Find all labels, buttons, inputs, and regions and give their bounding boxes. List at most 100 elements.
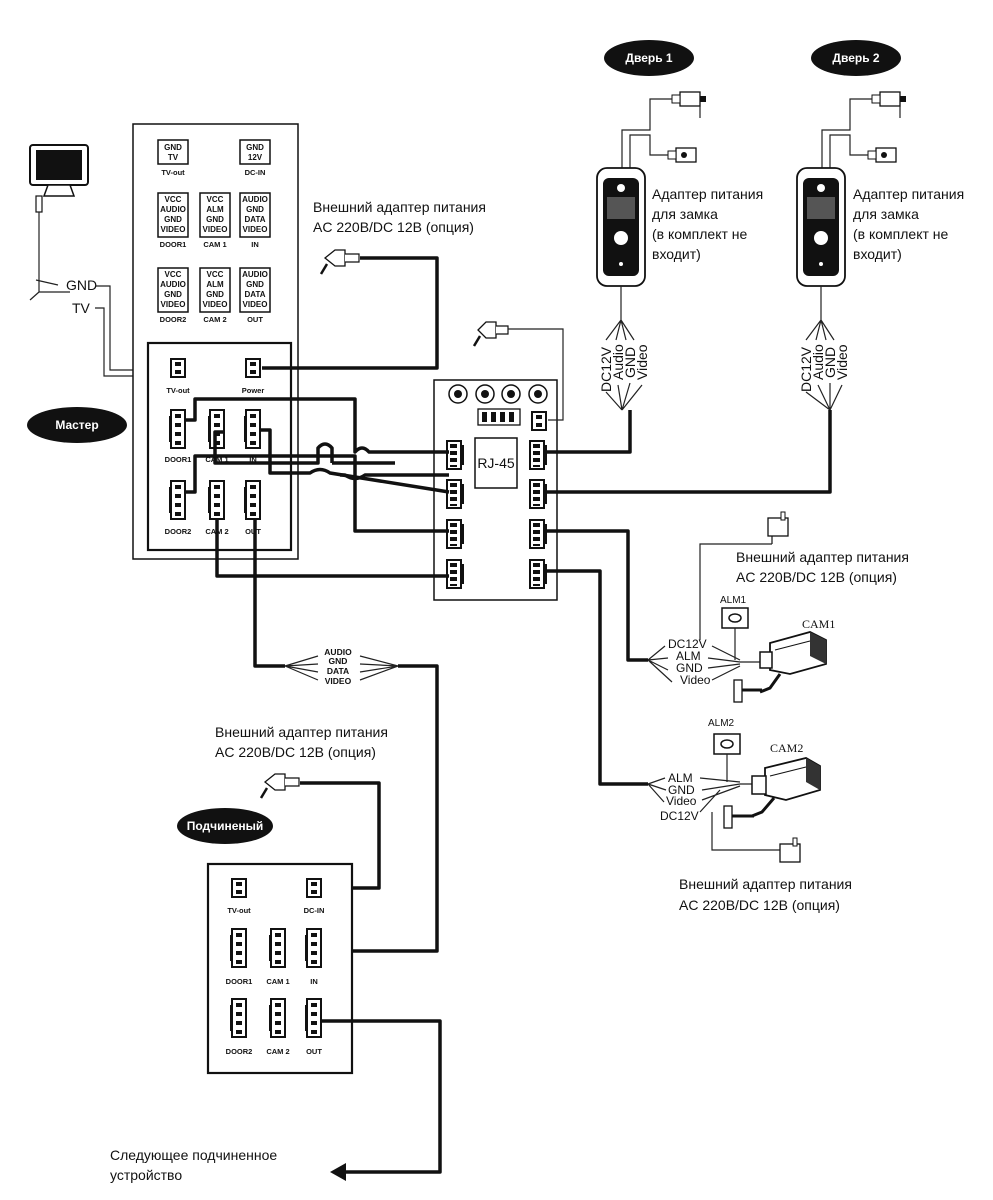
rj45-box: [474, 437, 518, 489]
pinbox-door1: VCC AUDIO GND VIDEO DOOR1: [157, 192, 189, 249]
door2-wire-video: Video: [834, 344, 850, 380]
pinbox-cam1: VCC ALM GND VIDEO CAM 1: [199, 192, 231, 249]
cam2-adapter-line2: AC 220B/DC 12B (опция): [679, 897, 840, 913]
slave-door2-connector: [229, 998, 247, 1038]
svg-text:AUDIO: AUDIO: [242, 270, 268, 279]
svg-text:DATA: DATA: [244, 215, 265, 224]
slave-adapter-plug-icon: [259, 773, 300, 799]
svg-text:Мастер: Мастер: [55, 418, 98, 432]
next-slave-line2: устройство: [110, 1167, 182, 1183]
svg-text:VCC: VCC: [165, 195, 182, 204]
svg-text:TV: TV: [168, 153, 179, 162]
pinbox-tv-out: GND TV TV-out: [157, 139, 189, 177]
slave-door1-connector: [229, 928, 247, 968]
cam1-wire-gnd: GND: [676, 661, 703, 675]
slave-connector-panel: [206, 862, 354, 1075]
cam1-wire-video: Video: [680, 673, 711, 687]
door2-lock-text-2: для замка: [853, 206, 919, 222]
slave-cam2-label: CAM 2: [266, 1047, 289, 1056]
cam1-adapter-plug-icon: [767, 511, 789, 544]
in-wire: [260, 428, 450, 494]
slave-tv-out-connector: [231, 878, 247, 898]
svg-text:Дверь 2: Дверь 2: [832, 51, 879, 65]
door2-cable: [545, 410, 832, 494]
svg-text:CAM 1: CAM 1: [203, 240, 226, 249]
cam1-adapter-line1: Внешний адаптер питания: [736, 549, 909, 565]
pinbox-cam2: VCC ALM GND VIDEO CAM 2: [199, 267, 231, 324]
distributor-power-connector: [531, 411, 547, 431]
door1-badge: Дверь 1: [604, 40, 694, 76]
cam1-wire-alm: ALM: [676, 649, 701, 663]
cam1-wire-dc12v: DC12V: [668, 637, 707, 651]
slave-cam2-connector: [268, 998, 286, 1038]
svg-text:GND: GND: [164, 215, 182, 224]
slave-adapter-line2: AC 220B/DC 12B (опция): [215, 744, 376, 760]
door1-call-panel-icon: [596, 167, 646, 287]
svg-text:CAM 2: CAM 2: [203, 315, 226, 324]
master-tv-out-connector: [170, 358, 186, 378]
dist-right-conn-4: [529, 559, 548, 589]
svg-text:ALM: ALM: [206, 280, 224, 289]
tv-wire-tv: TV: [72, 300, 91, 316]
svg-text:VIDEO: VIDEO: [203, 300, 228, 309]
master-cam1-label: CAM 1: [205, 455, 228, 464]
dist-right-conn-2: [529, 479, 548, 509]
master-out-connector: [243, 480, 261, 520]
svg-text:DOOR2: DOOR2: [160, 315, 187, 324]
door2-lock-text-4: входит): [853, 246, 902, 262]
bus-wire-gnd: GND: [329, 656, 348, 666]
svg-text:VCC: VCC: [165, 270, 182, 279]
cam2-adapter-plug-icon: [779, 837, 801, 863]
svg-text:VIDEO: VIDEO: [203, 225, 228, 234]
svg-text:GND: GND: [206, 215, 224, 224]
master-tv-out-label: TV-out: [166, 386, 190, 395]
door2-call-panel-icon: [796, 167, 846, 287]
master-cam2-connector: [207, 480, 225, 520]
slave-dc-in-connector: [306, 878, 322, 898]
cam2-wire: [215, 519, 449, 578]
door1-lock-text-4: входит): [652, 246, 701, 262]
master-door2-connector: [168, 480, 186, 520]
svg-text:ALM: ALM: [206, 205, 224, 214]
distributor-power-plug-icon: [472, 321, 509, 347]
cam1-cable: [545, 529, 648, 662]
door1-lock-text-3: (в комплект не: [652, 226, 748, 242]
cam2-adapter-line1: Внешний адаптер питания: [679, 876, 852, 892]
slave-badge: Подчиненый: [177, 808, 273, 844]
dist-left-conn-1: [446, 440, 465, 470]
svg-text:VIDEO: VIDEO: [243, 300, 268, 309]
master-adapter-line2: AC 220B/DC 12B (опция): [313, 219, 474, 235]
door2-badge: Дверь 2: [811, 40, 901, 76]
pinbox-out: AUDIO GND DATA VIDEO OUT: [239, 267, 271, 324]
next-slave-line1: Следующее подчиненное: [110, 1147, 277, 1163]
cam2-wire-gnd: GND: [668, 783, 695, 797]
door2-lock-text-3: (в комплект не: [853, 226, 949, 242]
dist-left-conn-2: [446, 479, 465, 509]
slave-cam1-label: CAM 1: [266, 977, 289, 986]
master-in-label: IN: [249, 455, 257, 464]
door1-wire-video: Video: [634, 344, 650, 380]
svg-text:GND: GND: [246, 280, 264, 289]
pinbox-in: AUDIO GND DATA VIDEO IN: [239, 192, 271, 249]
door1-lock-text-1: Адаптер питания: [652, 186, 763, 202]
tv-monitor-icon: [29, 144, 89, 213]
svg-text:12V: 12V: [248, 153, 263, 162]
pinbox-door2: VCC AUDIO GND VIDEO DOOR2: [157, 267, 189, 324]
dip-switch: [477, 408, 521, 426]
cam2-camera-icon: [723, 757, 821, 829]
svg-text:GND: GND: [164, 143, 182, 152]
svg-text:AUDIO: AUDIO: [160, 280, 186, 289]
svg-text:VCC: VCC: [207, 270, 224, 279]
door2-wire-dc12v: DC12V: [798, 346, 814, 392]
pinbox-dc-in: GND 12V DC-IN: [239, 139, 271, 177]
svg-text:DC-IN: DC-IN: [245, 168, 266, 177]
slave-in-label: IN: [310, 977, 318, 986]
svg-text:VIDEO: VIDEO: [161, 300, 186, 309]
svg-text:TV-out: TV-out: [161, 168, 185, 177]
slave-cam1-connector: [268, 928, 286, 968]
svg-text:AUDIO: AUDIO: [160, 205, 186, 214]
bus-wire-video: VIDEO: [325, 676, 352, 686]
slave-door1-label: DOOR1: [226, 977, 253, 986]
cam2-alarm-sensor-icon: [713, 733, 741, 755]
